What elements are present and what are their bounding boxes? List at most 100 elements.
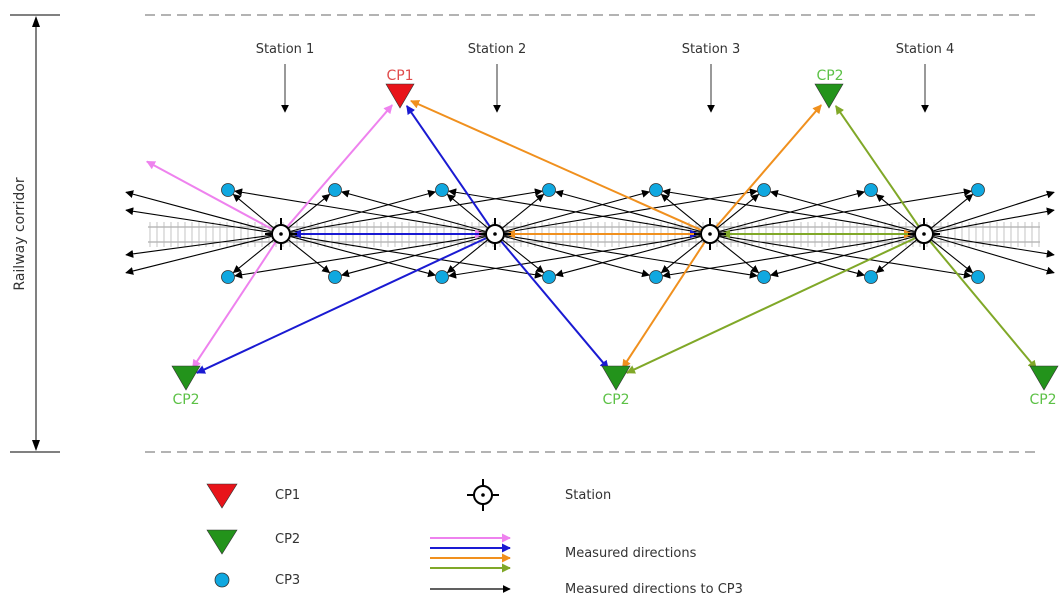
cp3-direction-arrow: [662, 188, 915, 233]
cp3-point: [649, 183, 663, 197]
direction-arrow-s2-cp2-mid: [500, 241, 610, 370]
cp3-direction-arrow: [660, 193, 703, 229]
station-label-2: Station 2: [468, 42, 527, 57]
cp3-direction-arrow: [125, 235, 272, 275]
cp3-direction-arrow: [232, 193, 274, 229]
cp3-direction-arrow: [933, 207, 1055, 233]
cp3-direction-arrow: [719, 189, 866, 232]
legend-cp2-label: CP2: [275, 532, 300, 547]
station-label-3: Station 3: [682, 42, 741, 57]
cp3-direction-arrow: [662, 235, 915, 279]
cp3-direction-arrow: [719, 188, 972, 233]
cp3-direction-arrow: [288, 239, 331, 274]
cp3-point: [864, 183, 878, 197]
station-symbol-1: [265, 218, 297, 250]
cp3-direction-arrow: [290, 188, 543, 233]
cp3-direction-arrow: [504, 235, 758, 279]
cp3-direction-arrow: [933, 190, 1055, 232]
cp3-point: [542, 183, 556, 197]
cp3-direction-arrow: [769, 236, 915, 278]
cp3-point: [221, 183, 235, 197]
cp3-point: [757, 183, 771, 197]
direction-arrow-s2-cp1: [405, 105, 491, 227]
legend-station-symbol: [467, 479, 499, 511]
cp3-direction-arrow: [290, 189, 437, 232]
cp3-direction-arrow: [931, 239, 974, 274]
cp3-point: [971, 183, 985, 197]
cp2-triangle-bottom-left: [171, 365, 201, 391]
cp3-point: [435, 183, 449, 197]
direction-arrow-s4-cp2-right: [929, 241, 1038, 370]
stations: [265, 218, 940, 250]
cp1-top-label: CP1: [386, 68, 413, 84]
station-center: [708, 232, 712, 236]
cp3-direction-arrow: [290, 235, 543, 279]
cp3-point: [864, 270, 878, 284]
cp2-triangle-bottom-right: [1029, 365, 1059, 391]
control-points: [171, 83, 1059, 391]
cp3-direction-arrow: [232, 239, 274, 274]
cp3-point: [435, 270, 449, 284]
cp3-point: [328, 270, 342, 284]
cp3-point: [328, 183, 342, 197]
cp2-top-label: CP2: [816, 68, 843, 84]
cp3-point: [542, 270, 556, 284]
cp3-direction-arrow: [875, 193, 917, 229]
cp3-point: [971, 270, 985, 284]
cp2-triangle-top: [814, 83, 844, 109]
cp3-direction-arrow: [875, 239, 917, 274]
station-symbol-3: [694, 218, 726, 250]
cp3-direction-arrow: [340, 189, 486, 232]
legend-station-icon: [467, 479, 499, 511]
cp3-direction-arrow: [234, 235, 486, 279]
legend-cp3-label: CP3: [275, 573, 300, 588]
station-center: [493, 232, 497, 236]
cp3-direction-arrow: [125, 190, 272, 232]
cp3-direction-arrow: [504, 188, 758, 233]
station-symbol-4: [908, 218, 940, 250]
cp1-triangle: [385, 83, 415, 109]
cp3-direction-arrow: [340, 236, 486, 278]
direction-arrow-s4-cp2-mid: [626, 237, 916, 374]
cp3-direction-arrow: [502, 193, 545, 229]
direction-arrow-s1-out: [146, 160, 273, 231]
cp3-direction-arrow: [234, 188, 486, 233]
measured-direction-lines: [146, 99, 1038, 374]
direction-arrow-s3-cp2-mid: [621, 241, 706, 369]
cp3-points: [221, 183, 985, 284]
station-symbol-2: [479, 218, 511, 250]
cp3-direction-arrow: [554, 236, 701, 278]
cp3-direction-arrow: [502, 239, 545, 274]
cp2-bottom-left-label: CP2: [172, 392, 199, 408]
station-center: [279, 232, 283, 236]
station-labels: Station 1 Station 2 Station 3 Station 4: [256, 42, 955, 113]
direction-arrow-s3-cp1: [410, 99, 702, 231]
cp3-direction-arrow: [288, 193, 331, 229]
direction-arrow-s3-cp2-top: [715, 104, 822, 228]
cp3-direction-arrow: [446, 193, 488, 229]
cp3-direction-arrow: [446, 239, 488, 274]
legend-cp3-symbol: [214, 572, 230, 588]
cp3-direction-arrow: [125, 207, 272, 234]
cp3-direction-arrow: [290, 236, 437, 278]
cp3-direction-arrow: [769, 189, 915, 232]
station-label-1: Station 1: [256, 42, 315, 57]
legend: CP1 CP2 CP3 Station Measured directions …: [206, 479, 743, 597]
corridor-label: Railway corridor: [12, 177, 28, 290]
station-center: [481, 493, 485, 497]
legend-measured-label: Measured directions: [565, 546, 697, 561]
corridor-dimension: [10, 14, 60, 453]
cp3-direction-arrow: [125, 234, 272, 258]
cp3-direction-arrow: [554, 189, 701, 232]
cp3-direction-arrow: [719, 236, 866, 278]
cp3-point: [757, 270, 771, 284]
direction-arrow-s1-cp1: [286, 104, 393, 228]
station-label-4: Station 4: [896, 42, 955, 57]
direction-arrow-s4-cp2-top: [834, 105, 920, 227]
cp3-direction-arrow: [933, 235, 1055, 258]
cp3-point: [221, 270, 235, 284]
direction-arrow-s2-cp2-left: [196, 237, 487, 374]
legend-cp1-label: CP1: [275, 488, 300, 503]
cp3-direction-arrow: [660, 239, 703, 274]
